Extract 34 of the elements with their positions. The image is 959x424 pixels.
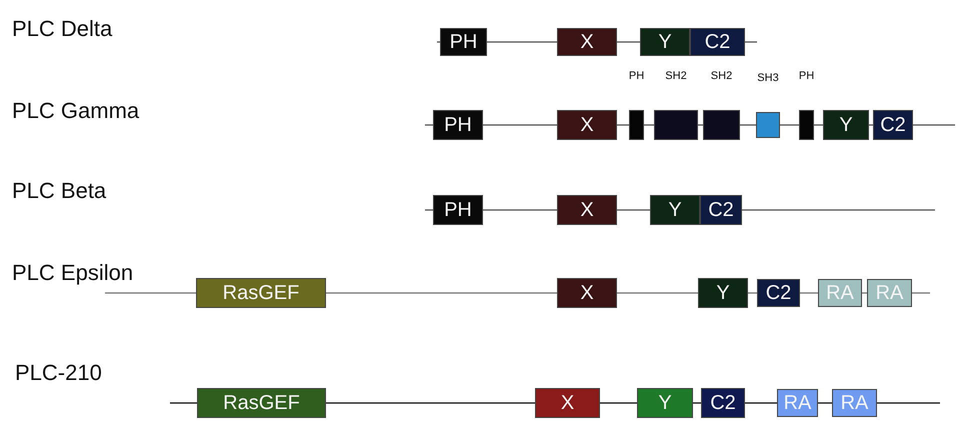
domain-box: Y [698, 278, 748, 308]
domain-box: Y [650, 195, 700, 225]
domain-box: C2 [690, 28, 745, 56]
domain-box: Y [640, 28, 690, 56]
domain-box: C2 [700, 195, 742, 225]
protein-name: PLC Delta [12, 16, 112, 42]
protein-name: PLC Gamma [12, 98, 140, 124]
domain-label: PH [628, 70, 644, 83]
domain-box: X [557, 28, 617, 56]
domain-box: RA [777, 389, 818, 417]
domain-box: RA [867, 279, 912, 307]
domain-box: Y [637, 388, 693, 418]
domain-box: C2 [873, 110, 913, 140]
domain-label: SH2 [710, 70, 732, 83]
protein-name: PLC-210 [15, 360, 102, 386]
domain-label: SH3 [757, 72, 779, 85]
domain-box: RA [818, 279, 862, 307]
domain-box: X [535, 388, 600, 418]
domain-box: X [557, 110, 617, 140]
domain-box: RA [832, 389, 877, 417]
domain-box: PH [440, 28, 487, 56]
domain-label: SH2 [665, 70, 687, 83]
domain-box: C2 [701, 388, 745, 418]
protein-name: PLC Epsilon [12, 260, 134, 286]
domain-box: X [557, 195, 617, 225]
domain-box: RasGEF [197, 388, 326, 418]
domain-box: C2 [757, 279, 800, 307]
domain-label: PH [798, 70, 814, 83]
domain-box: X [557, 278, 617, 308]
domain-box: PH [433, 110, 483, 140]
domain-box: Y [823, 110, 869, 140]
protein-name: PLC Beta [12, 178, 106, 204]
domain-box: RasGEF [196, 278, 326, 308]
domain-box: PH [433, 195, 483, 225]
